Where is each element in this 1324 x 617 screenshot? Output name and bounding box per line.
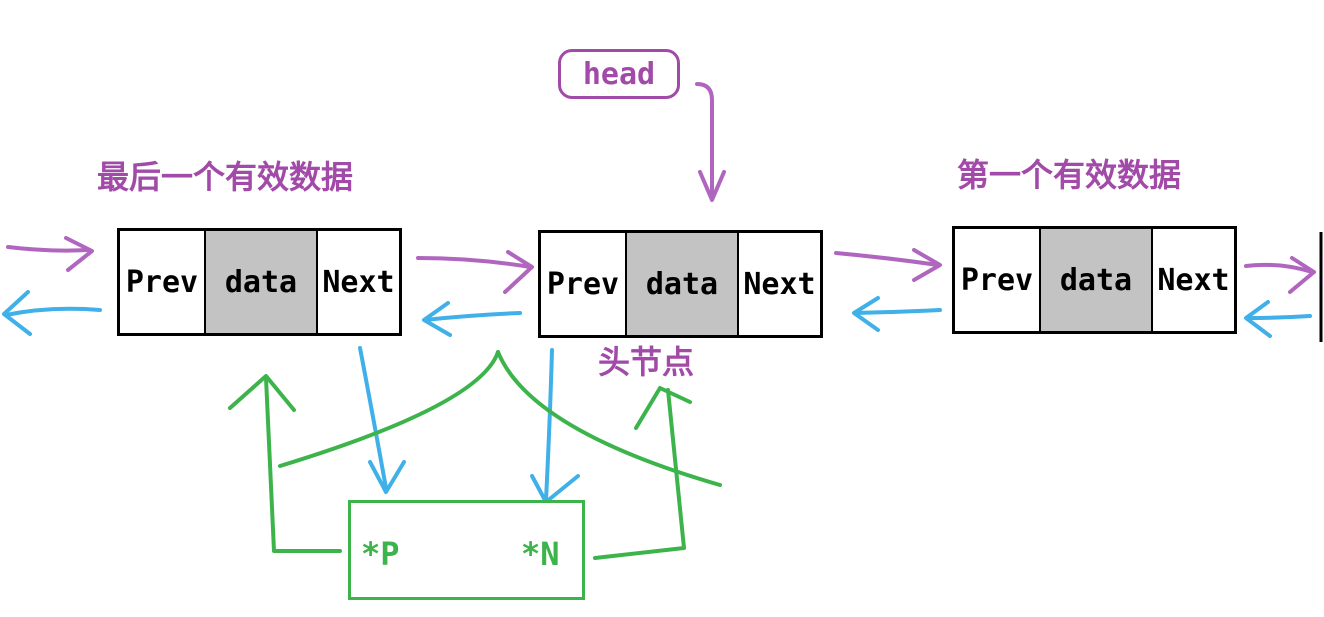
green-arrow-p-to-last [228,374,342,553]
prev-arrow-right-edge [1244,300,1312,338]
node-first-valid: Prev data Next [952,226,1237,334]
node-next-field: Next [322,264,395,300]
prev-arrow-head-to-last [422,301,522,337]
first-valid-data-label: 第一个有效数据 [957,156,1182,194]
blue-arrow-to-p [358,346,406,494]
node-last-valid: Prev data Next [117,228,402,336]
node-prev-field: Prev [541,233,627,335]
prev-arrow-left-edge [2,290,102,336]
head-pointer-arrow [695,82,726,202]
pointer-n-label: *N [521,535,560,573]
head-pointer-box: head [558,49,680,99]
head-node-label: 头节点 [598,343,695,381]
last-valid-data-label: 最后一个有效数据 [97,158,354,196]
node-next-field: Next [1157,262,1230,298]
next-arrow-right-edge [1244,256,1316,294]
node-data-field: data [627,233,739,335]
next-arrow-left-edge [6,236,94,272]
next-arrow-head-to-first [834,248,942,282]
next-arrow-last-to-head [416,250,534,294]
node-prev-field: Prev [955,229,1041,331]
node-prev-field: Prev [120,231,206,333]
node-data-field: data [206,231,318,333]
node-next-field: Next [743,266,816,302]
head-label: head [582,56,656,92]
node-data-field: data [1041,229,1153,331]
green-arrow-n-to-head [593,386,692,560]
temp-node: *P *N [348,500,585,600]
prev-arrow-first-to-head [852,296,942,332]
node-head: Prev data Next [538,230,823,338]
pointer-p-label: *P [361,535,400,573]
